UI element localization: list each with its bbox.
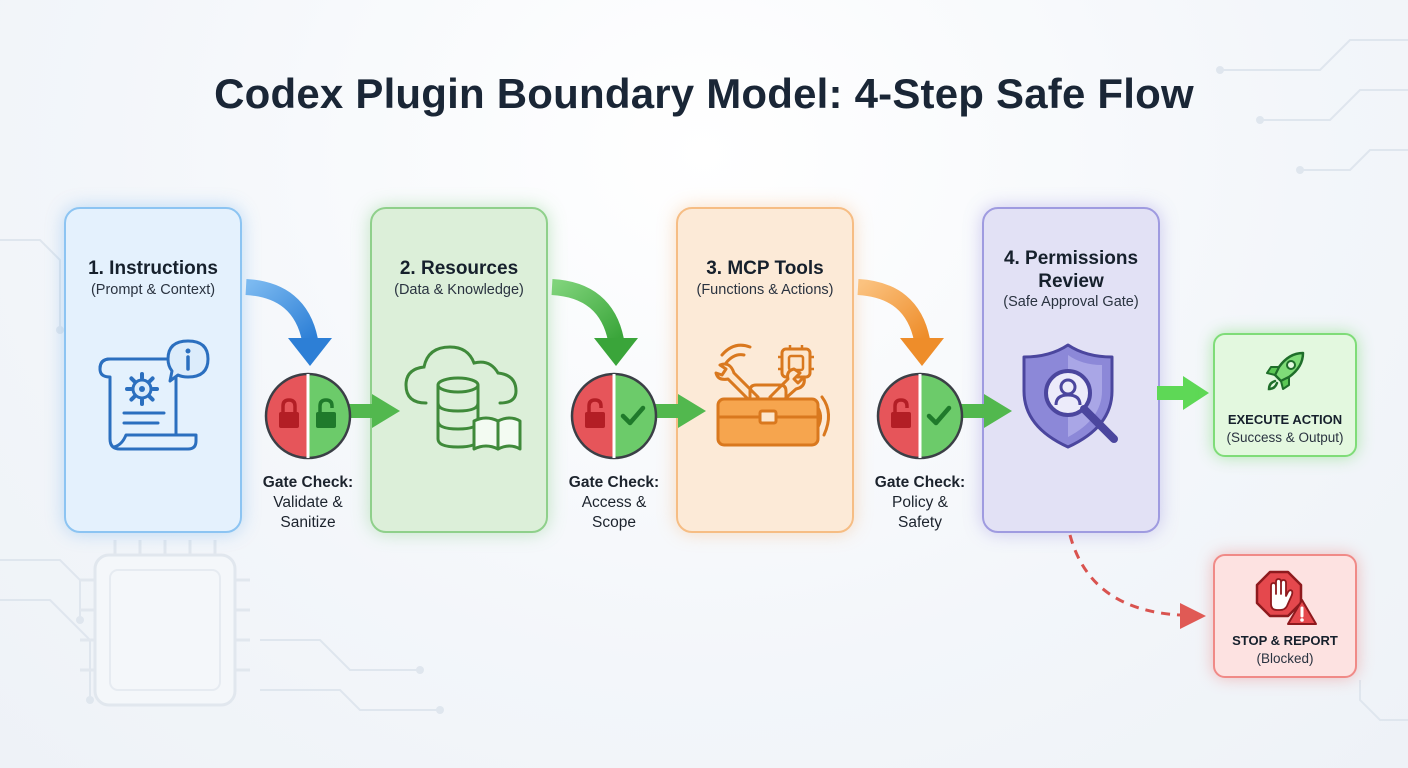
gate-label-line2: Sanitize [280,514,336,531]
gate-label-head: Gate Check: [262,474,354,491]
outcome-subtitle: (Blocked) [1256,651,1314,666]
unlocked-padlock-icon [585,398,605,428]
gate-label-1: Gate Check: Validate & Sanitize [243,473,373,533]
shield-magnifier-user-icon [1022,343,1118,449]
curved-arrow-mcp-tools [857,279,944,366]
rocket-icon [1266,351,1305,391]
gate3-pass-arrow [960,394,1012,428]
chip-decoration [80,540,250,707]
gate-label-3: Gate Check: Policy & Safety [855,473,985,533]
gate2-pass-arrow [654,394,706,428]
gate-label-2: Gate Check: Access & Scope [549,473,679,533]
gate-check-3-icon [876,372,964,460]
execute-arrow [1157,376,1209,410]
scroll-gear-info-icon [98,339,210,451]
gate-label-line1: Policy & [892,494,948,511]
gate-label-line2: Safety [898,514,942,531]
step-title-line2: Review [1038,271,1104,292]
toolbox-chip-icon [714,343,830,447]
stop-hand-warning-icon [1255,570,1317,625]
step-title-line1: 4. Permissions [1003,248,1139,269]
outcome-title: EXECUTE ACTION [1227,412,1343,427]
checkmark-icon [926,405,952,426]
step-card-instructions: 1. Instructions (Prompt & Context) [64,207,242,533]
outcome-title: STOP & REPORT [1232,633,1338,648]
locked-padlock-icon [279,398,299,428]
gate-label-head: Gate Check: [568,474,660,491]
outcome-stop-report: STOP & REPORT (Blocked) [1213,554,1357,678]
gate-label-line1: Access & [581,494,647,511]
checkmark-icon [620,405,646,426]
gate-label-head: Gate Check: [874,474,966,491]
step-title: 1. Instructions [88,258,218,279]
unlocked-padlock-icon [316,398,336,428]
step-card-resources: 2. Resources (Data & Knowledge) [370,207,548,533]
unlocked-padlock-icon [891,398,911,428]
gate-label-line2: Scope [592,514,636,531]
step-subtitle: (Data & Knowledge) [394,282,524,298]
curved-arrow-resources [551,279,638,366]
step-subtitle: (Functions & Actions) [696,282,834,298]
gate-check-2-icon [570,372,658,460]
step-subtitle: (Prompt & Context) [90,282,216,298]
gate1-pass-arrow [348,394,400,428]
gate-label-line1: Validate & [273,494,343,511]
step-title: 3. MCP Tools [706,258,824,279]
step-subtitle: (Safe Approval Gate) [1003,294,1139,310]
diagram-title: Codex Plugin Boundary Model: 4-Step Safe… [214,70,1194,117]
step-title: 2. Resources [399,258,519,279]
gate-check-1-icon [264,372,352,460]
step-card-permissions-review: 4. Permissions Review (Safe Approval Gat… [982,207,1160,533]
step-card-mcp-tools: 3. MCP Tools (Functions & Actions) [676,207,854,533]
blocked-dashed-arrow [1068,534,1206,629]
outcome-subtitle: (Success & Output) [1226,430,1344,445]
cloud-database-book-icon [404,345,522,451]
curved-arrow-instructions [245,279,332,366]
outcome-execute-action: EXECUTE ACTION (Success & Output) [1213,333,1357,457]
